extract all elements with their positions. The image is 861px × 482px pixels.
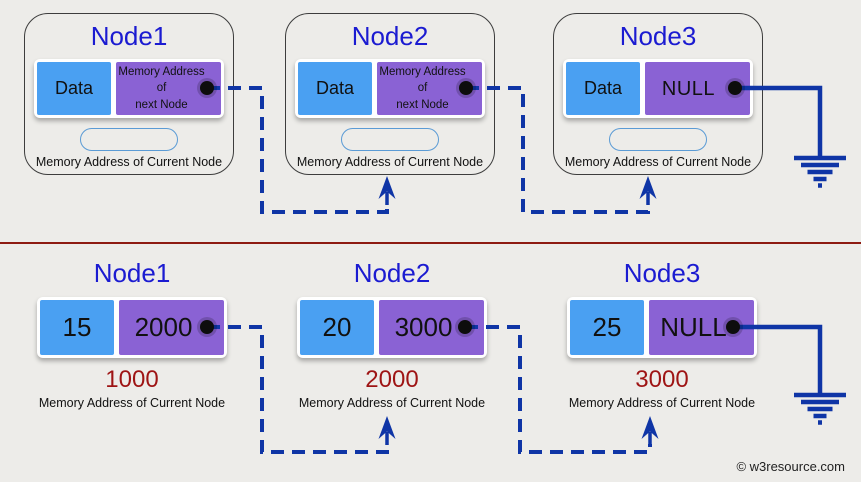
data-value-cell: 20	[300, 300, 374, 355]
current-address-label: Memory Address of Current Node	[38, 396, 226, 410]
current-address-label: Memory Address of Current Node	[296, 155, 484, 169]
data-value-cell: 15	[40, 300, 114, 355]
null-value-cell: NULL	[649, 300, 754, 355]
node-title: Node2	[351, 21, 429, 51]
node-cells: Data NULL	[563, 59, 753, 118]
ground-icon	[794, 395, 846, 423]
node-cells: Data Memory Address of next Node	[295, 59, 485, 118]
arrowhead-icon	[639, 414, 661, 447]
node-cells: Data Memory Address of next Node	[34, 59, 224, 118]
node-cells: 25 NULL	[567, 297, 757, 358]
next-address-cell: 2000	[119, 300, 224, 355]
node-title: Node1	[93, 258, 171, 288]
next-pointer-cell: Memory Address of next Node	[116, 62, 221, 115]
example-node-2: Node2 20 3000 2000 Memory Address of Cur…	[287, 255, 497, 410]
current-address-slot	[609, 128, 707, 151]
current-address-label: Memory Address of Current Node	[568, 396, 756, 410]
data-cell: Data	[566, 62, 640, 115]
example-node-1: Node1 15 2000 1000 Memory Address of Cur…	[27, 255, 237, 410]
node-title: Node3	[623, 258, 701, 288]
next-pointer-cell: Memory Address of next Node	[377, 62, 482, 115]
data-value-cell: 25	[570, 300, 644, 355]
example-node-3: Node3 25 NULL 3000 Memory Address of Cur…	[557, 255, 767, 410]
current-address-label: Memory Address of Current Node	[564, 155, 752, 169]
arrowhead-icon	[637, 174, 659, 207]
section-divider	[0, 242, 861, 244]
node-title: Node3	[619, 21, 697, 51]
concept-node-3: Node3 Data NULL Memory Address of Curren…	[553, 13, 763, 175]
current-address-value: 3000	[635, 366, 689, 393]
arrowhead-icon	[376, 414, 398, 447]
node-cells: 15 2000	[37, 297, 227, 358]
current-address-value: 1000	[105, 366, 159, 393]
current-address-slot	[80, 128, 178, 151]
null-pointer-cell: NULL	[645, 62, 750, 115]
data-cell: Data	[298, 62, 372, 115]
data-cell: Data	[37, 62, 111, 115]
concept-node-1: Node1 Data Memory Address of next Node M…	[24, 13, 234, 175]
current-address-slot	[341, 128, 439, 151]
next-address-cell: 3000	[379, 300, 484, 355]
node-title: Node2	[353, 258, 431, 288]
current-address-value: 2000	[365, 366, 419, 393]
current-address-label: Memory Address of Current Node	[35, 155, 223, 169]
arrowhead-icon	[376, 174, 398, 207]
ground-icon	[794, 158, 846, 186]
node-title: Node1	[90, 21, 168, 51]
current-address-label: Memory Address of Current Node	[298, 396, 486, 410]
node-cells: 20 3000	[297, 297, 487, 358]
concept-node-2: Node2 Data Memory Address of next Node M…	[285, 13, 495, 175]
copyright-text: © w3resource.com	[736, 459, 845, 474]
